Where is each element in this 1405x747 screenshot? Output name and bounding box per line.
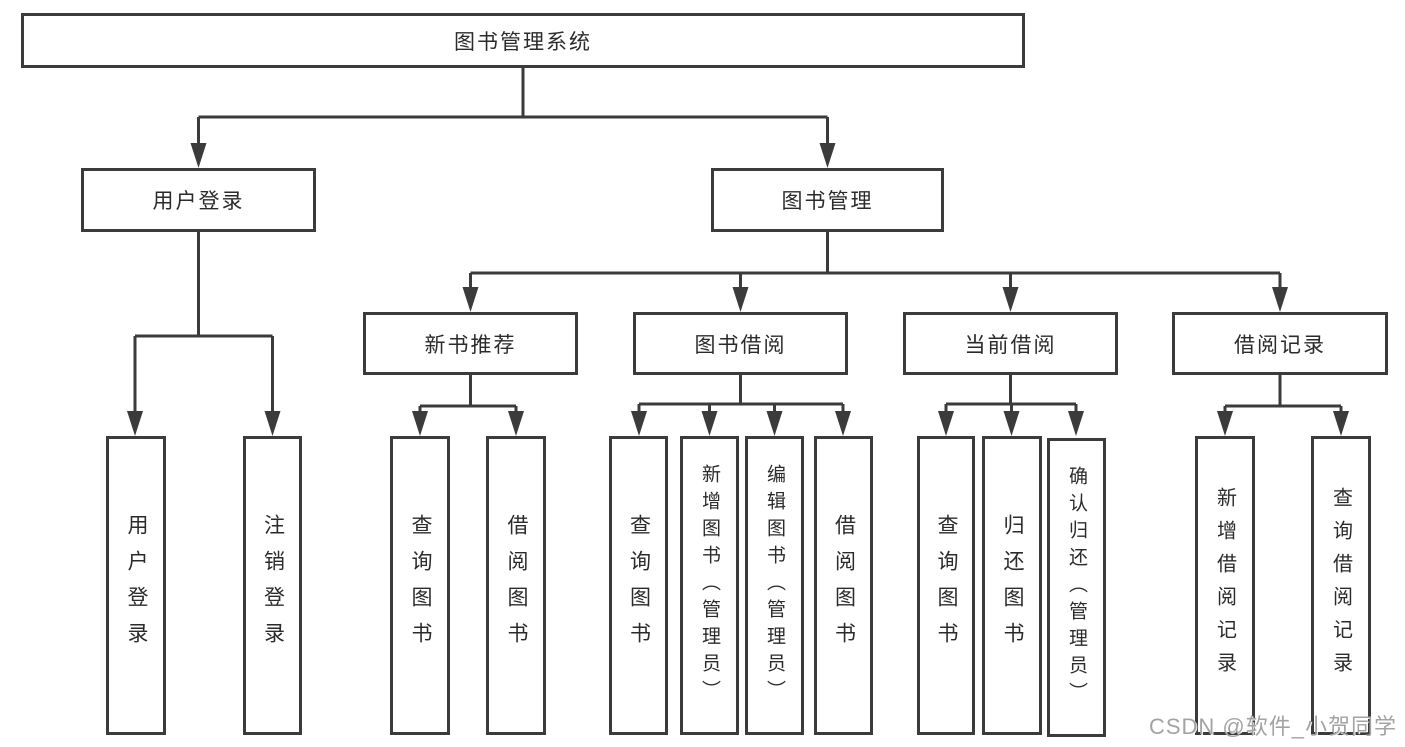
node-label: 编辑图书（管理员）: [764, 464, 785, 707]
leaf-confirm-return-admin: 确认归还（管理员）: [1047, 438, 1106, 737]
leaf-query-books-recommend: 查询图书: [390, 436, 450, 735]
node-label: 查询图书: [627, 513, 651, 658]
leaf-edit-book-admin: 编辑图书（管理员）: [745, 436, 804, 735]
leaf-add-book-admin: 新增图书（管理员）: [680, 436, 739, 735]
connector-paths: [133, 68, 1343, 414]
leaf-query-books-borrow: 查询图书: [609, 436, 668, 735]
node-label: 当前借阅: [964, 333, 1057, 357]
leaf-logout: 注销登录: [243, 436, 302, 735]
node-label: 查询图书: [409, 513, 432, 658]
leaf-borrow-books-recommend: 借阅图书: [486, 436, 546, 735]
node-label: 图书借阅: [694, 333, 787, 357]
node-borrow-records: 借阅记录: [1172, 312, 1388, 375]
node-label: 注销登录: [261, 513, 285, 658]
node-current-borrow: 当前借阅: [903, 312, 1118, 375]
node-book-borrow: 图书借阅: [633, 312, 848, 375]
node-label: 查询图书: [935, 513, 958, 658]
leaf-query-borrow-record: 查询借阅记录: [1311, 436, 1371, 735]
leaf-query-books-current: 查询图书: [917, 436, 975, 735]
node-label: 查询借阅记录: [1329, 486, 1352, 685]
node-book-management-branch: 图书管理: [711, 168, 944, 232]
node-new-book-recommend: 新书推荐: [363, 312, 578, 375]
node-label: 用户登录: [152, 190, 245, 213]
node-label: 新书推荐: [424, 333, 517, 357]
node-label: 图书管理系统: [454, 30, 592, 54]
node-root-system: 图书管理系统: [21, 13, 1025, 68]
node-label: 借阅图书: [832, 513, 856, 658]
node-label: 借阅记录: [1234, 333, 1326, 357]
leaf-return-books: 归还图书: [982, 436, 1042, 735]
node-label: 确认归还（管理员）: [1066, 466, 1087, 709]
leaf-add-borrow-record: 新增借阅记录: [1195, 436, 1255, 735]
leaf-borrow-books: 借阅图书: [814, 436, 873, 735]
node-label: 图书管理: [781, 190, 874, 213]
node-user-login-branch: 用户登录: [81, 168, 316, 232]
node-label: 新增图书（管理员）: [699, 464, 720, 707]
arrowheads: [127, 143, 1349, 436]
node-label: 新增借阅记录: [1213, 486, 1236, 685]
node-label: 归还图书: [1001, 513, 1024, 658]
node-label: 用户登录: [125, 513, 148, 658]
csdn-watermark: CSDN @软件_小贺同学: [1148, 714, 1397, 739]
node-label: 借阅图书: [505, 513, 528, 658]
leaf-user-login: 用户登录: [106, 436, 166, 735]
